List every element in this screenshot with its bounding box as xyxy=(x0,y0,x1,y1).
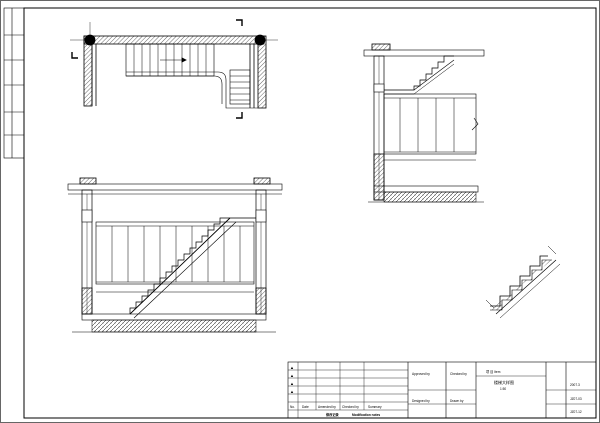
drawing-number: JZ07-03 xyxy=(570,397,582,401)
col-no-label: No. xyxy=(290,405,295,409)
mod-record-cn: 修改记录 xyxy=(325,412,340,417)
designed-by-label: Designed by xyxy=(412,399,430,403)
col-summary-label: Summary xyxy=(368,405,382,409)
approved-by-label: Approved by xyxy=(412,372,430,376)
drawing-title: 楼梯大样图 xyxy=(494,379,514,385)
title-block xyxy=(287,361,597,419)
date-value: 2007.3 xyxy=(570,383,580,387)
drawing-scale: 1:50 xyxy=(500,387,506,391)
rev-symbol: ▲ xyxy=(290,389,294,394)
rev-symbol: ▲ xyxy=(290,381,294,386)
side-section xyxy=(363,43,485,203)
col-date-label: Date xyxy=(302,405,309,409)
stair-plan xyxy=(70,19,278,119)
col-checked-label: Checked by xyxy=(342,405,359,409)
project-label: 项 目 Item xyxy=(486,370,501,374)
rev-symbol: ▲ xyxy=(290,365,294,370)
column-dot xyxy=(84,34,96,46)
col-amended-label: Amended by xyxy=(318,405,336,409)
mod-notes-label: Modification notes xyxy=(352,413,380,417)
drawn-by-label: Drawn by xyxy=(450,399,464,403)
binding-strip xyxy=(3,7,25,159)
detail-reference: JZ07-12 xyxy=(570,410,582,414)
step-detail xyxy=(485,245,561,319)
column-dot xyxy=(254,34,266,46)
rev-symbol: ▲ xyxy=(290,373,294,378)
title-block-text: ▲ ▲ ▲ ▲ No. Date Amended by Checked by S… xyxy=(290,365,582,417)
stair-section xyxy=(67,177,283,333)
checked-by-label: Checked by xyxy=(450,372,467,376)
